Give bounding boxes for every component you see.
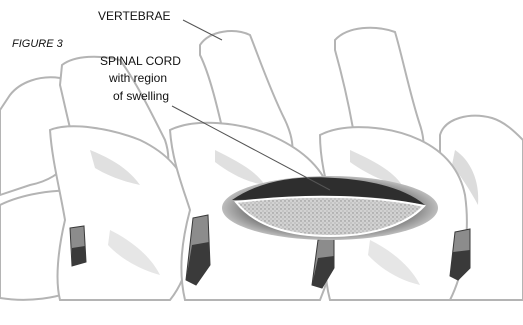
figure-title: FIGURE 3 [12, 38, 64, 50]
vertebrae-label: VERTEBRAE [98, 9, 170, 23]
spinal-cord-label-line2: with region [108, 71, 167, 85]
spinal-cord-swelling [222, 176, 438, 240]
spinal-cord-label-line3: of swelling [113, 89, 169, 103]
vertebra-left-middle-arch [50, 126, 192, 300]
vertebra-right-middle [320, 28, 467, 300]
spinal-cord-label: SPINAL CORD [100, 54, 181, 68]
vertebrae-leader-line [183, 20, 222, 40]
